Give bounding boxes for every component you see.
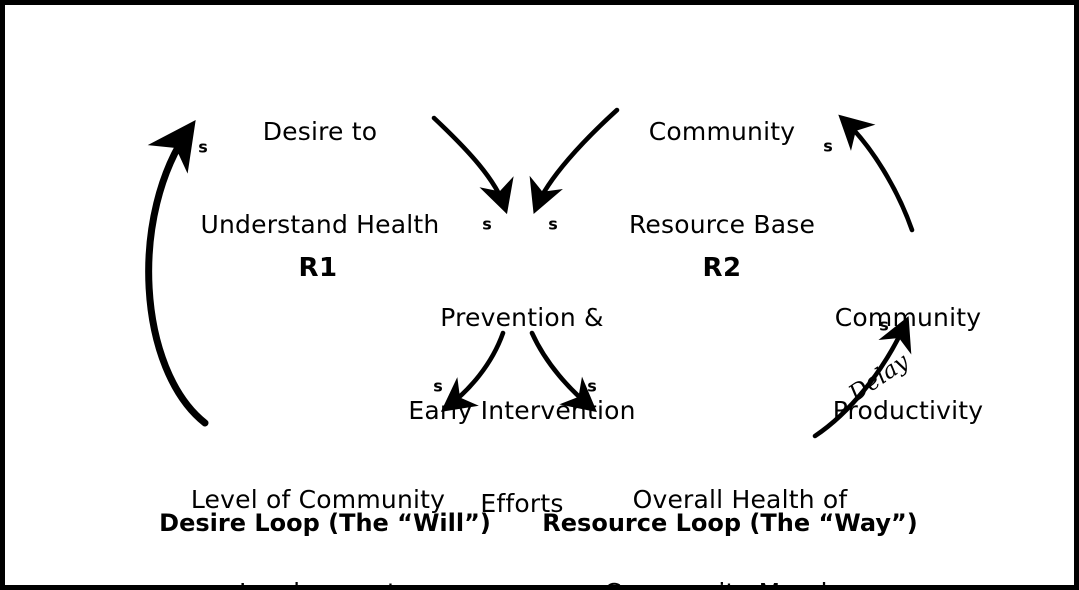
node-label-line: Productivity [832,396,984,425]
node-label-line: Understand Health [200,210,440,239]
polarity-mark-desire-to-prevention: s [482,214,492,234]
node-label-line: Community [648,117,796,146]
link-involvement-to-desire [145,120,209,427]
link-prevention-to-health [529,330,597,413]
node-label-line: Level of Community [190,485,446,514]
node-label-line: Overall Health of [632,485,848,514]
node-label-line: Resource Base [628,210,816,239]
polarity-mark-involvement-to-desire: s [198,137,208,157]
node-label-line: Desire to [262,117,378,146]
loop-identifier-r1: R1 [298,253,338,283]
link-resource-to-prevention [529,107,620,214]
node-label-line: Involvement [191,577,445,590]
link-health-to-productivity [812,316,912,439]
polarity-mark-prevention-to-involvement: s [433,376,443,396]
polarity-mark-productivity-to-resource: s [823,136,833,156]
node-level-of-community-involvement: Level of Community Involvement [191,422,445,590]
node-desire-to-understand-health: Desire to Understand Health [201,54,440,302]
caption-resource-loop: Resource Loop (The “Way”) [542,509,918,537]
caption-desire-loop: Desire Loop (The “Will”) [159,509,491,537]
polarity-mark-resource-to-prevention: s [548,214,558,234]
link-desire-to-prevention [431,115,514,215]
link-productivity-to-resource [838,114,915,233]
node-label-line: Early Intervention [408,396,636,425]
node-label-line: Prevention & [440,303,604,332]
node-prevention-early-intervention-efforts: Prevention & Early Intervention Efforts [408,240,635,581]
node-label-line: Efforts [480,489,564,518]
node-label-line: Community Members [604,577,876,590]
node-label-line: Community [834,303,982,332]
node-community-productivity: Community Productivity [833,240,984,488]
loop-identifier-r2: R2 [702,253,742,283]
polarity-mark-health-to-productivity: s [879,315,889,335]
link-prevention-to-involvement [440,330,506,412]
polarity-mark-prevention-to-health: s [587,376,597,396]
node-community-resource-base: Community Resource Base [629,54,815,302]
node-overall-health-of-community-members: Overall Health of Community Members [604,422,876,590]
